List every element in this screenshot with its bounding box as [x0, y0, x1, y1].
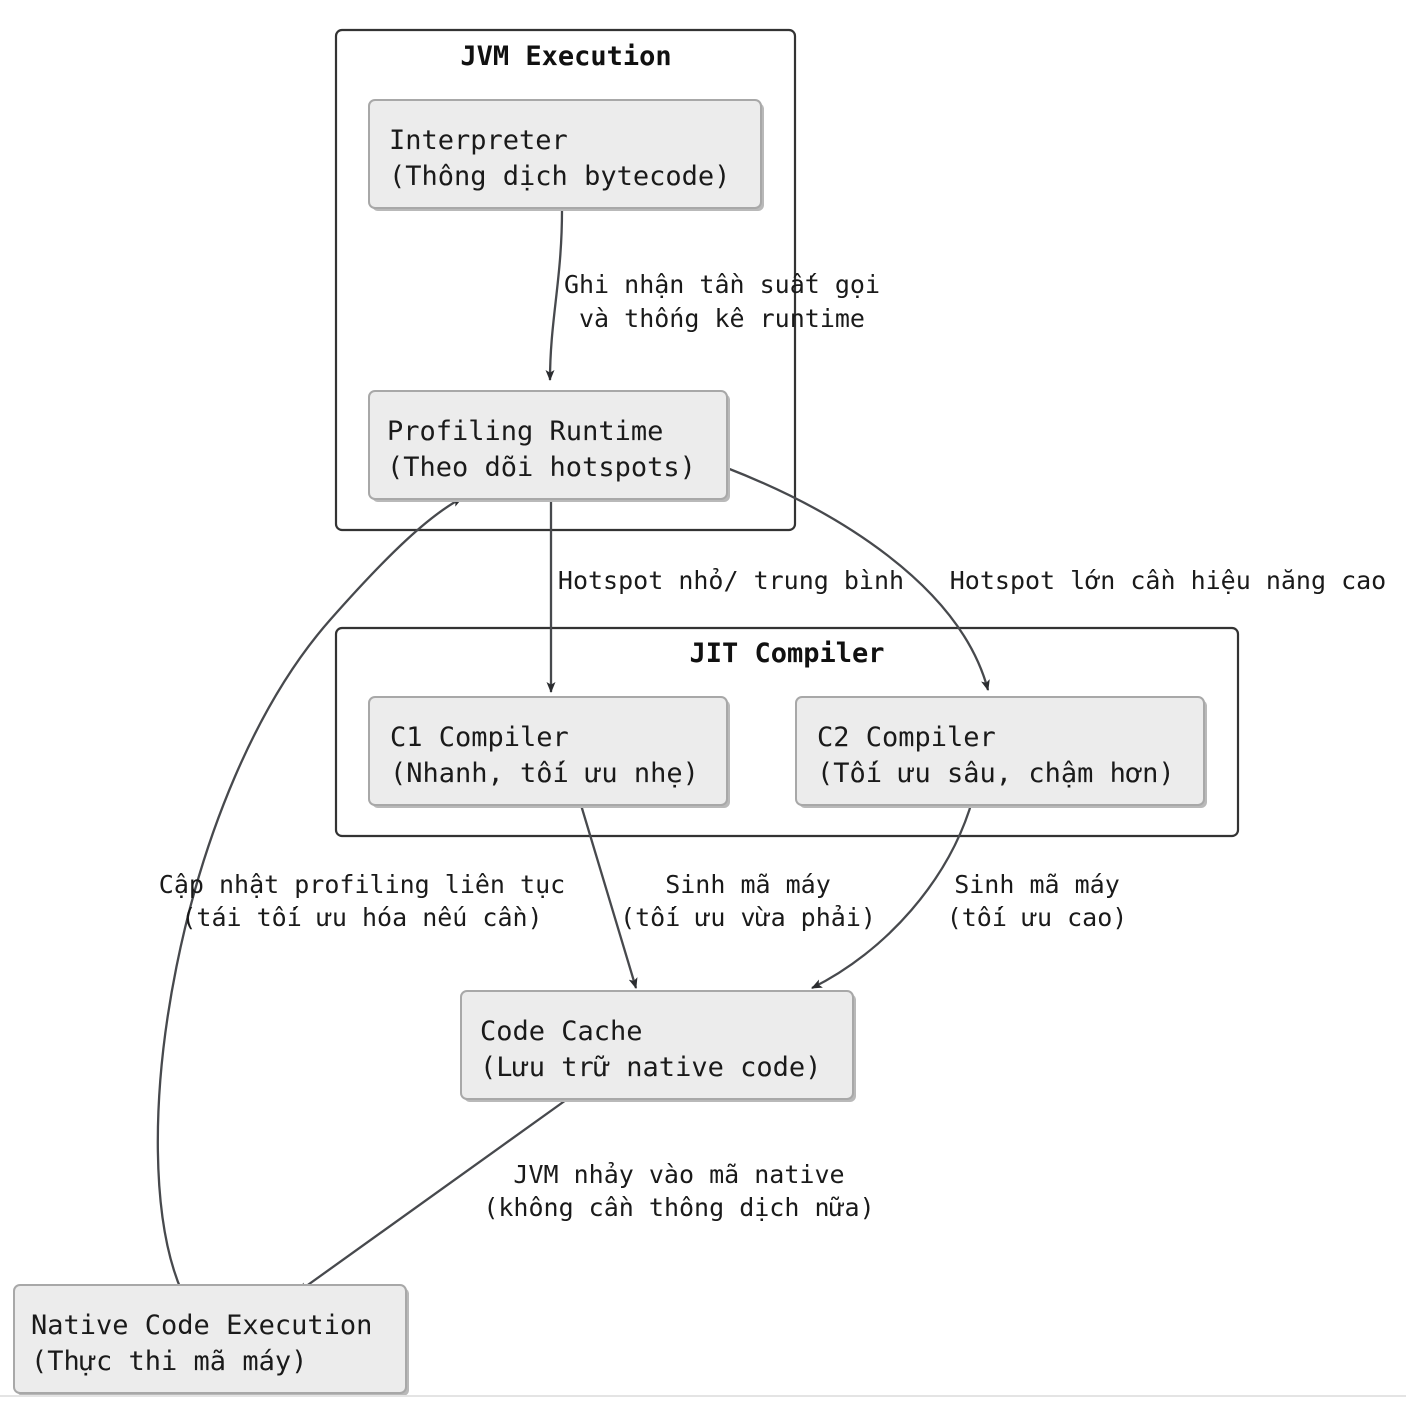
edge-interpreter-to-profiling-label-line1: Ghi nhận tần suất gọi [564, 270, 880, 299]
cluster-jit-compiler-title: JIT Compiler [689, 638, 884, 669]
cluster-jvm-execution-title: JVM Execution [460, 41, 671, 72]
edge-c1-to-code-cache-label-line2: (tối ưu vừa phải) [620, 903, 876, 932]
edge-profiling-to-c2-path [726, 466, 990, 691]
edge-c1-to-code-cache-label-line1: Sinh mã máy [665, 870, 831, 899]
node-code-cache-line1: Code Cache [480, 1016, 643, 1047]
edge-native-to-profiling-path [156, 496, 463, 1293]
edge-profiling-to-c1: Hotspot nhỏ/ trung bình [546, 492, 904, 693]
edge-c2-to-code-cache-label-line1: Sinh mã máy [954, 870, 1120, 899]
node-profiling-runtime-line1: Profiling Runtime [387, 416, 663, 447]
edge-interpreter-to-profiling: Ghi nhận tần suất gọi và thống kê runtim… [545, 209, 880, 381]
edge-profiling-to-c2: Hotspot lớn cần hiệu năng cao [726, 466, 1387, 691]
node-interpreter-line1: Interpreter [389, 125, 568, 156]
edge-code-cache-to-native-label-line2: (không cần thông dịch nữa) [483, 1193, 874, 1222]
edge-code-cache-to-native: JVM nhảy vào mã native (không cần thông … [297, 1094, 875, 1293]
edge-native-to-profiling-label-line2: (tái tối ưu hóa nếu cần) [181, 903, 542, 932]
node-interpreter-line2: (Thông dịch bytecode) [389, 161, 730, 192]
edge-profiling-to-c1-label: Hotspot nhỏ/ trung bình [558, 566, 904, 595]
node-interpreter-box[interactable] [368, 99, 762, 209]
node-c1-compiler-line2: (Nhanh, tối ưu nhẹ) [390, 758, 699, 789]
node-profiling-runtime-line2: (Theo dõi hotspots) [387, 452, 696, 483]
node-code-cache-box[interactable] [460, 990, 854, 1100]
node-profiling-runtime-box[interactable] [368, 390, 728, 500]
edge-c2-to-code-cache-path [811, 797, 975, 990]
node-code-cache[interactable]: Code Cache (Lưu trữ native code) [460, 990, 856, 1102]
edge-code-cache-to-native-label-line1: JVM nhảy vào mã native [513, 1160, 844, 1189]
node-native-code-execution-box[interactable] [13, 1284, 407, 1394]
node-native-code-execution-line1: Native Code Execution [31, 1310, 372, 1341]
edge-c1-to-code-cache-path [576, 794, 638, 989]
node-c1-compiler-line1: C1 Compiler [390, 722, 569, 753]
node-native-code-execution-line2: (Thực thi mã máy) [31, 1346, 307, 1377]
edge-native-to-profiling-label-line1: Cập nhật profiling liên tục [159, 870, 565, 899]
node-c1-compiler-box[interactable] [368, 696, 728, 806]
edge-c1-to-code-cache: Sinh mã máy (tối ưu vừa phải) [576, 794, 876, 989]
node-c2-compiler-line1: C2 Compiler [817, 722, 996, 753]
node-c2-compiler-line2: (Tối ưu sâu, chậm hơn) [817, 758, 1175, 789]
edge-native-to-profiling: Cập nhật profiling liên tục (tái tối ưu … [156, 496, 565, 1293]
edge-interpreter-to-profiling-label-line2: và thống kê runtime [579, 304, 865, 333]
node-code-cache-line2: (Lưu trữ native code) [480, 1052, 821, 1083]
edge-c2-to-code-cache: Sinh mã máy (tối ưu cao) [811, 797, 1128, 990]
node-interpreter[interactable]: Interpreter (Thông dịch bytecode) [368, 99, 764, 211]
edge-profiling-to-c2-label: Hotspot lớn cần hiệu năng cao [950, 566, 1387, 595]
node-profiling-runtime[interactable]: Profiling Runtime (Theo dõi hotspots) [368, 390, 730, 502]
edge-c2-to-code-cache-label-line2: (tối ưu cao) [947, 903, 1128, 932]
node-c2-compiler-box[interactable] [795, 696, 1205, 806]
node-native-code-execution[interactable]: Native Code Execution (Thực thi mã máy) [13, 1284, 409, 1396]
edge-interpreter-to-profiling-path [545, 209, 564, 381]
node-c2-compiler[interactable]: C2 Compiler (Tối ưu sâu, chậm hơn) [795, 696, 1207, 808]
edge-code-cache-to-native-path [297, 1094, 574, 1293]
node-c1-compiler[interactable]: C1 Compiler (Nhanh, tối ưu nhẹ) [368, 696, 730, 808]
